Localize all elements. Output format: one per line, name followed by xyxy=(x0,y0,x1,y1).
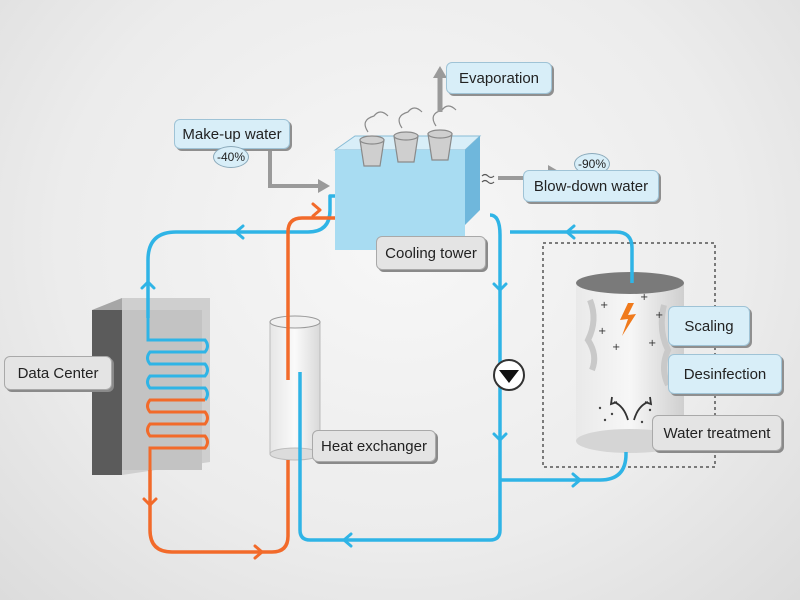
lightning-icon xyxy=(620,303,636,336)
pump-icon xyxy=(493,359,525,391)
make-up-water-arrow xyxy=(268,148,330,193)
blow-down-water-label: Blow-down water xyxy=(523,170,659,202)
svg-text:+: + xyxy=(648,338,656,349)
svg-text:+: + xyxy=(655,310,663,321)
make-up-water-label: Make-up water xyxy=(174,119,290,149)
water-wave-icon xyxy=(481,173,495,185)
sparkle-icons: + + + + + + xyxy=(598,292,663,353)
data-center-label: Data Center xyxy=(4,356,112,390)
circulation-arrows-icon xyxy=(609,396,653,421)
hot-water-loop xyxy=(148,216,350,554)
heat-exchanger-tube xyxy=(269,315,321,461)
heat-exchanger-label: Heat exchanger xyxy=(312,430,436,462)
disinfection-label: Desinfection xyxy=(668,354,782,394)
svg-text:+: + xyxy=(612,342,620,353)
make-up-water-percent: -40% xyxy=(213,146,249,168)
svg-text:+: + xyxy=(640,292,648,303)
cold-water-loop xyxy=(146,194,634,542)
cooling-tower-label: Cooling tower xyxy=(376,236,486,270)
scaling-label: Scaling xyxy=(668,306,750,346)
svg-text:+: + xyxy=(600,300,608,311)
svg-text:+: + xyxy=(598,326,606,337)
evaporation-label: Evaporation xyxy=(446,62,552,94)
data-center-cold-coil xyxy=(146,318,209,401)
blow-down-percent: -90% xyxy=(574,153,610,175)
data-center-hot-coil xyxy=(146,398,209,470)
water-treatment-label: Water treatment xyxy=(652,415,782,451)
steam-icon xyxy=(359,105,457,167)
flow-arrows xyxy=(140,202,582,560)
